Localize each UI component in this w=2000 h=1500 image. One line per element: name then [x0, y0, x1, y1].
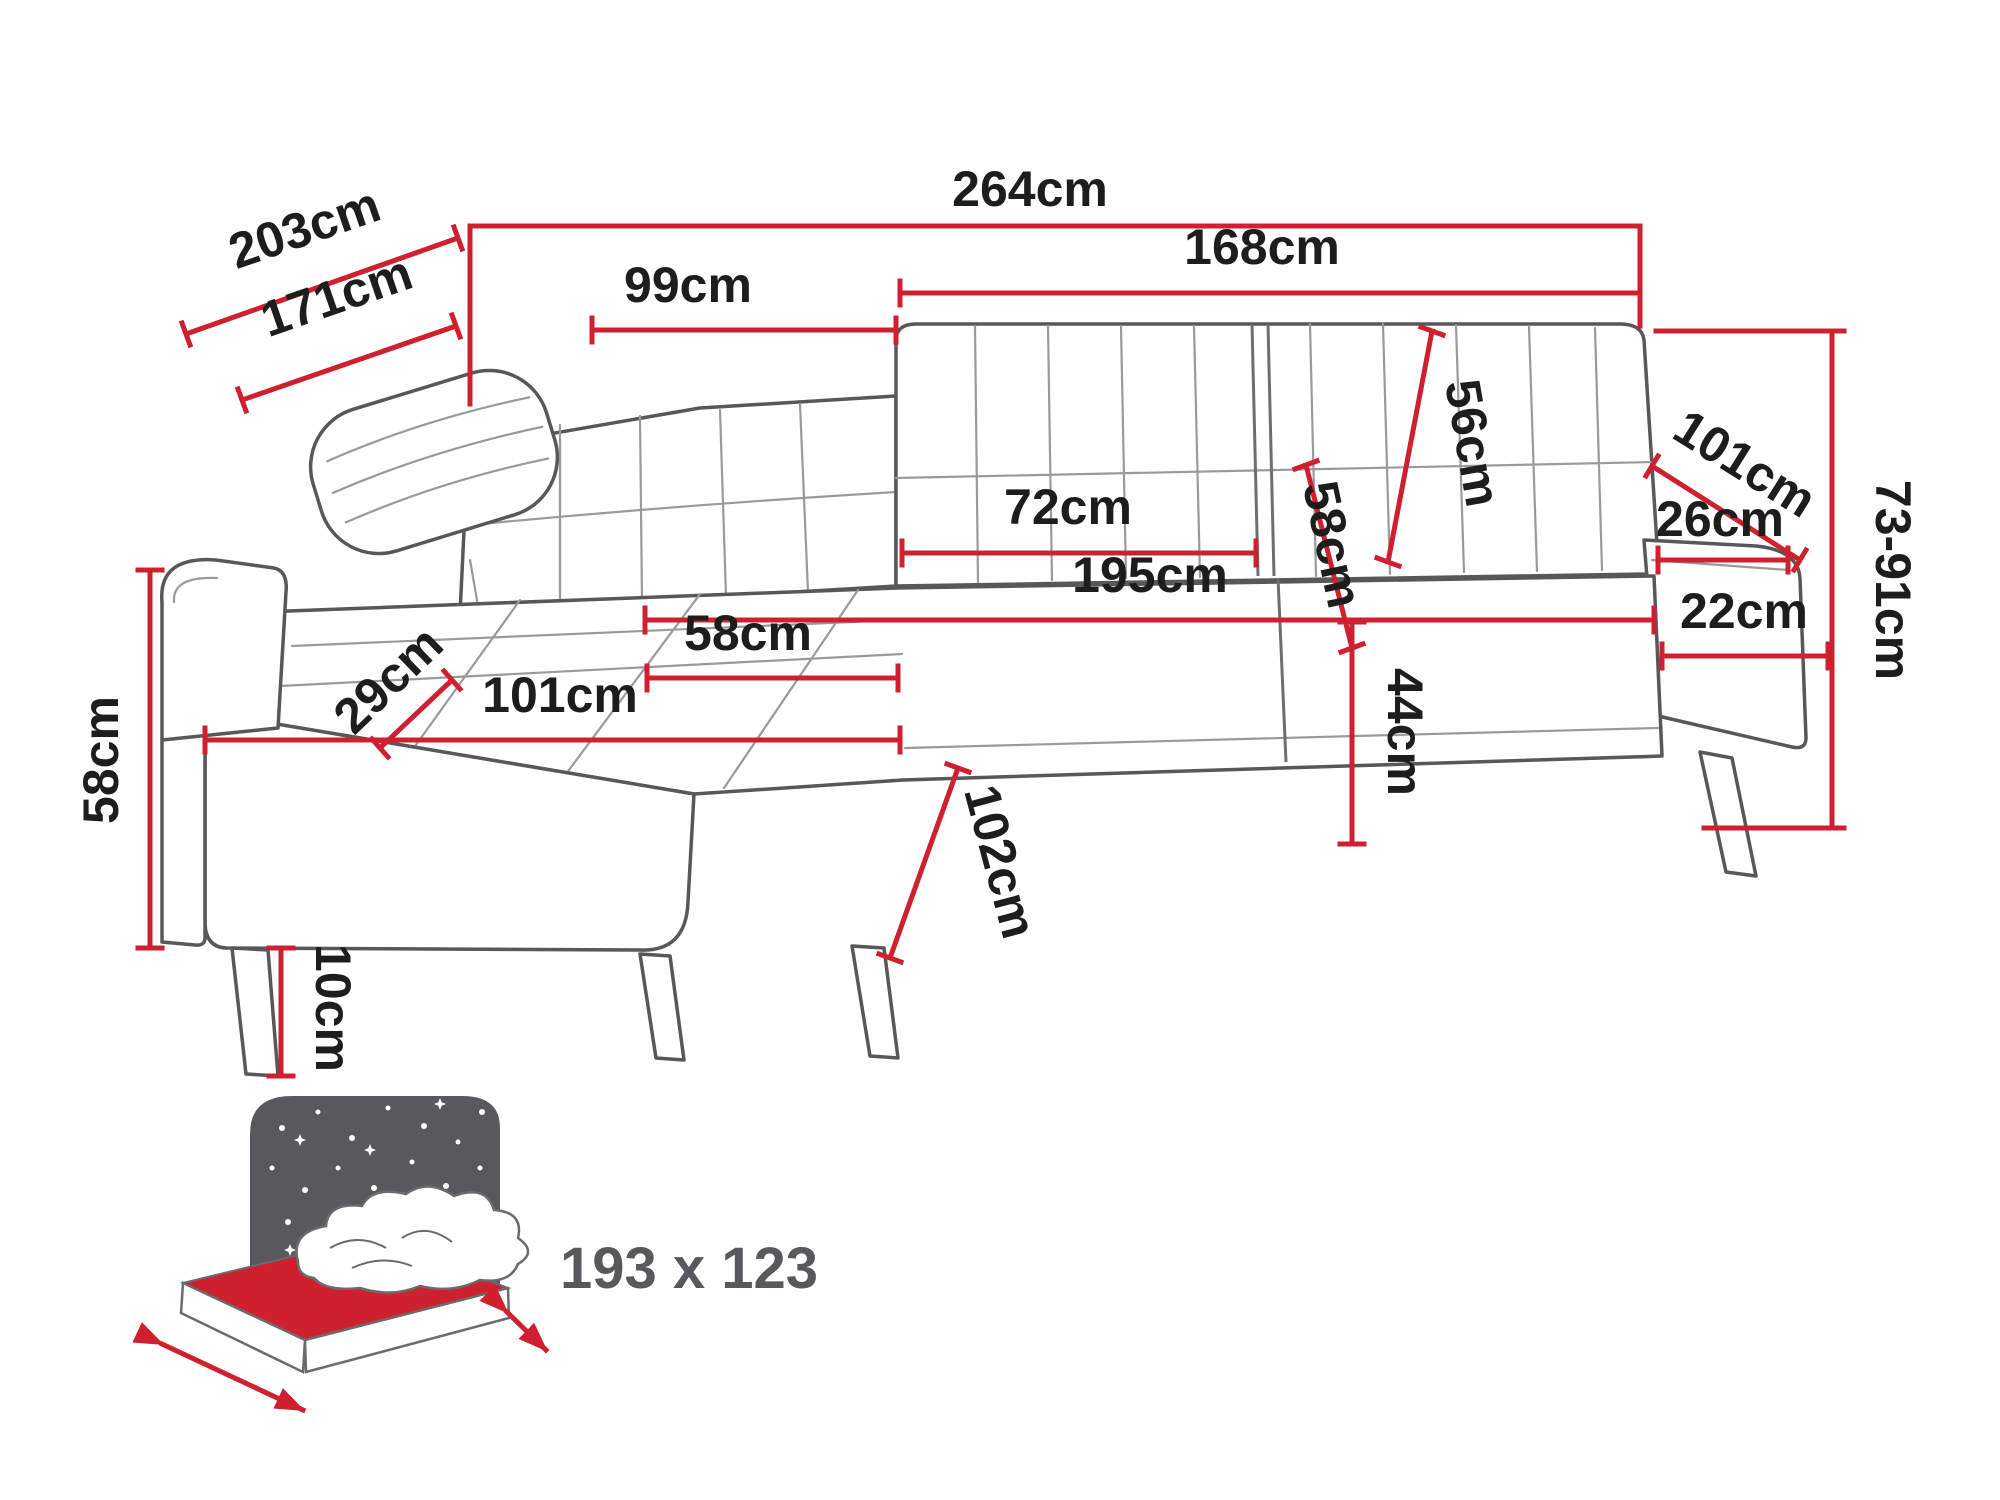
dim-label-arm-inner-width: 22cm [1680, 583, 1808, 639]
sofa-seat-cushion-split [1276, 577, 1288, 763]
sofa-right-armrest [1642, 538, 1808, 750]
dimension-arm-inner-width: 22cm [1659, 583, 1831, 671]
dim-label-chaise-depth: 102cm [953, 779, 1047, 944]
sofa-back-cushion-split [1250, 323, 1276, 577]
sofa-seat-quilting [240, 588, 1660, 790]
dimension-seat-height: 44cm [1337, 619, 1433, 847]
dim-label-chaise-length: 101cm [482, 667, 638, 723]
sofa-right-backrest-seams [894, 322, 1658, 584]
sofa-leg-chaise-right [638, 952, 686, 1062]
sofa-leg-front-left [230, 946, 280, 1078]
dimension-armrest-width: 26cm [1655, 491, 1791, 575]
bed-duvet-folds [329, 1230, 453, 1269]
dimension-back-height-range: 73-91cm [1653, 328, 1921, 831]
dim-label-overall-width: 264cm [952, 161, 1108, 217]
dim-label-seat-length: 195cm [1072, 547, 1228, 603]
bed-icon: 193 x 123 [132, 1096, 818, 1414]
dimension-right-back-width: 168cm [897, 219, 1643, 308]
sofa-chaise-front [203, 710, 696, 952]
dim-label-left-back-width: 99cm [624, 257, 752, 313]
sofa-left-armrest [160, 557, 288, 742]
dimension-side-height: 58cm [73, 567, 165, 951]
dimension-chaise-seat-width: 58cm [644, 605, 901, 693]
sofa-drawing [160, 322, 1808, 1078]
dimension-chaise-length: 101cm [202, 667, 903, 755]
bed-depth-arrow [479, 1284, 550, 1354]
sofa-leg-right [1698, 750, 1758, 878]
dimension-left-back-width: 99cm [589, 257, 899, 345]
dim-label-leg-height: 10cm [305, 944, 361, 1072]
dimension-overall-width: 264cm [467, 161, 1643, 407]
sofa-leg-center [850, 944, 900, 1060]
dimension-seat-length: 195cm [642, 547, 1657, 635]
bed-width-arrow [132, 1322, 307, 1414]
dim-label-back-height-range: 73-91cm [1865, 480, 1921, 680]
sofa-left-armrest-seam [172, 576, 219, 604]
sofa-left-side [160, 714, 207, 947]
dim-label-seat-height: 44cm [1377, 668, 1433, 796]
sofa-right-backrest [894, 322, 1660, 588]
sofa-headrest-hinge [468, 558, 480, 608]
dim-label-seat-depth: 72cm [1004, 479, 1132, 535]
sofa-headrest-pillow [308, 368, 560, 556]
dim-label-right-back-width: 168cm [1184, 219, 1340, 275]
sofa-left-backrest-seams [468, 402, 898, 604]
dim-label-chaise-seat-width: 58cm [684, 605, 812, 661]
dimension-leg-height: 10cm [266, 944, 361, 1079]
dimension-chaise-depth: 102cm [875, 760, 1048, 966]
dimension-seat-depth: 72cm [899, 479, 1259, 568]
dim-label-side-height: 58cm [73, 696, 129, 824]
sleeping-size-label: 193 x 123 [560, 1236, 818, 1301]
dim-label-armrest-width: 26cm [1656, 491, 1784, 547]
